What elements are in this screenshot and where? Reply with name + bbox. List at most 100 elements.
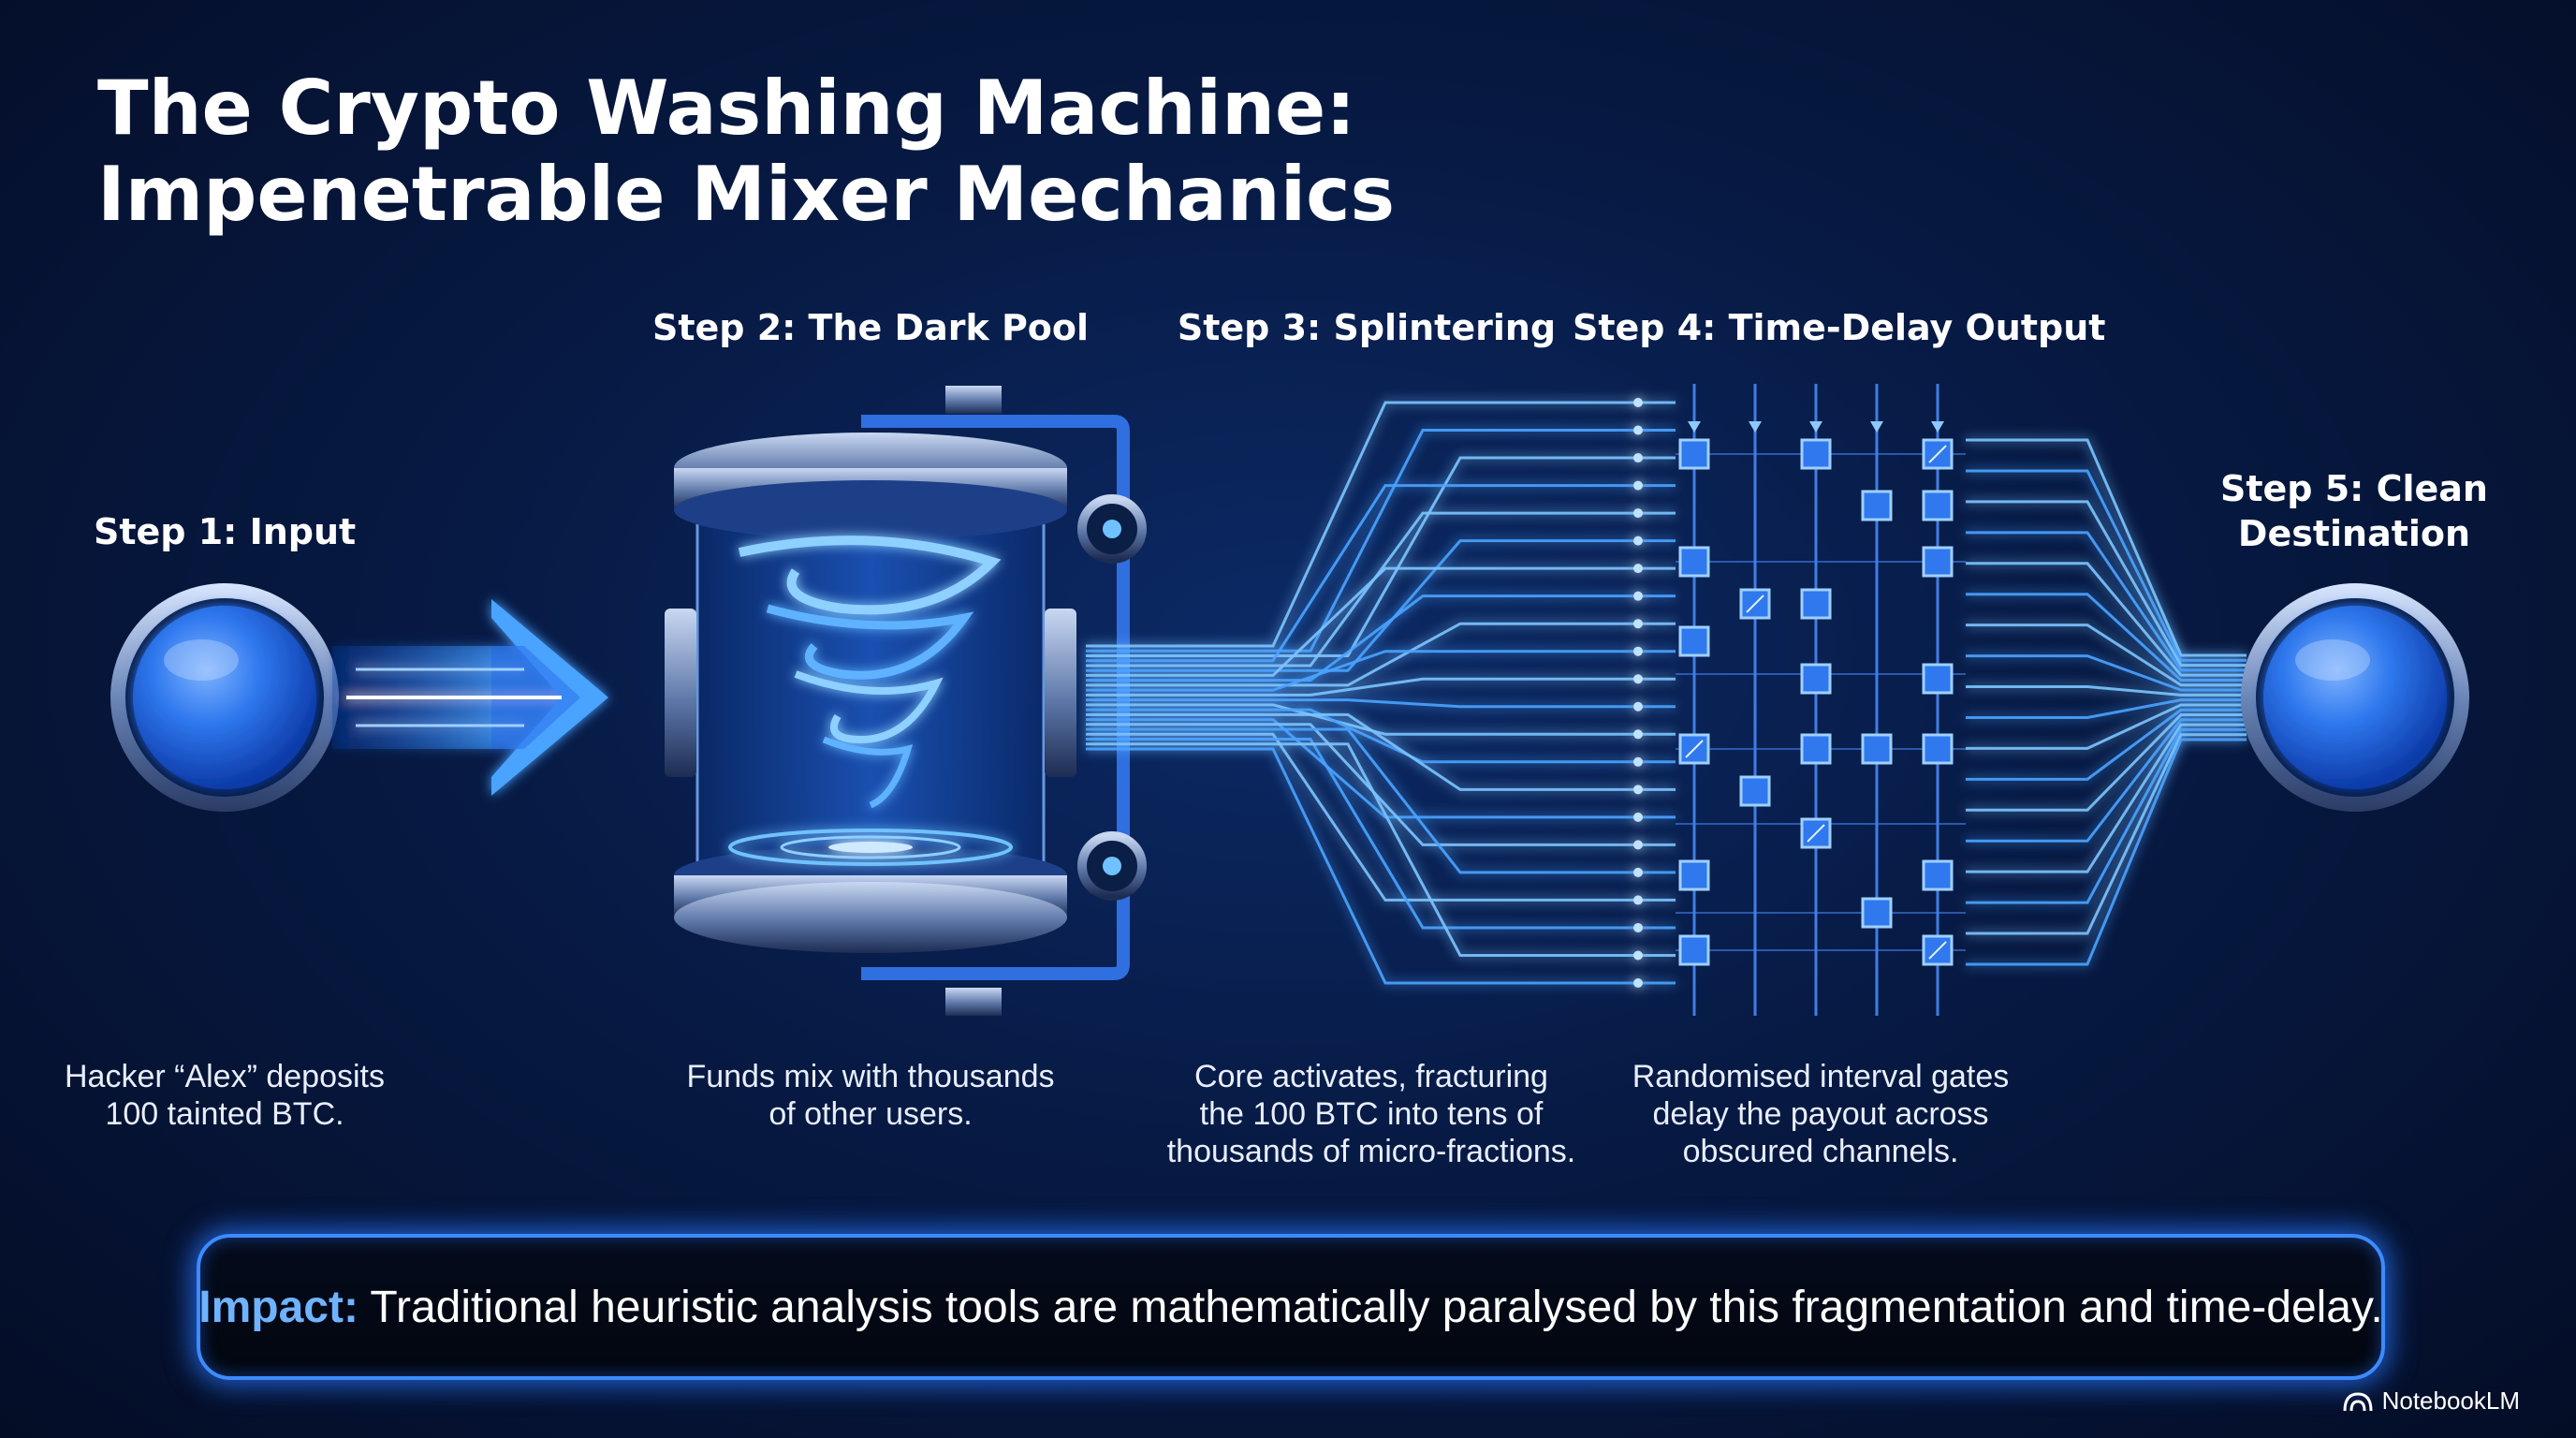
converge-line — [1966, 500, 2247, 668]
splinter-dot — [1633, 536, 1643, 546]
step-3-label-text: Step 3: Splintering — [1177, 307, 1557, 348]
converge-line — [1966, 703, 2247, 750]
splinter-line — [1086, 622, 1676, 687]
step-1-label-text: Step 1: Input — [94, 511, 357, 552]
splinter-line — [1086, 708, 1676, 764]
title-line-1: The Crypto Washing Machine: — [97, 65, 1356, 152]
impact-banner: Impact: Traditional heuristic analysis t… — [197, 1234, 2385, 1380]
splinter-line — [1086, 511, 1676, 668]
splinter-dot — [1633, 729, 1643, 740]
step-4-label-text: Step 4: Time-Delay Output — [1573, 307, 2106, 348]
gate-switch-icon — [1928, 445, 1947, 463]
splinter-line — [1086, 712, 1676, 791]
gate-node — [1800, 663, 1832, 695]
splinter-dot — [1633, 895, 1643, 905]
splinter-dot — [1633, 646, 1643, 656]
splinter-line — [1086, 650, 1676, 692]
converge-line — [1966, 593, 2247, 682]
gate-node — [1739, 588, 1771, 620]
step-4-desc-line-1: Randomised interval gates — [1632, 1059, 2010, 1094]
step-5-label: Step 5: Clean Destination — [2209, 466, 2499, 556]
splinter-dot — [1633, 480, 1643, 491]
splinter-dot — [1633, 398, 1643, 407]
step-4-desc-line-2: delay the payout across — [1652, 1096, 1989, 1132]
splinter-dot — [1633, 701, 1643, 712]
converge-line — [1966, 469, 2247, 662]
step-4-description: Randomised interval gates delay the payo… — [1610, 1058, 2031, 1170]
splinter-dot — [1633, 785, 1643, 795]
splinter-line — [1086, 539, 1676, 672]
gate-node — [1800, 733, 1832, 765]
splinter-dot — [1633, 619, 1643, 629]
gate-node — [1739, 775, 1771, 807]
step-3-label: Step 3: Splintering — [1170, 305, 1563, 350]
splinter-line — [1086, 401, 1676, 648]
gate-node — [1800, 588, 1832, 620]
impact-statement: Impact: Traditional heuristic analysis t… — [198, 1282, 2383, 1333]
gate-node — [1922, 733, 1954, 765]
step-2-label-text: Step 2: The Dark Pool — [651, 307, 1090, 348]
splinter-line — [1086, 566, 1676, 677]
splinter-dot — [1633, 756, 1643, 767]
gate-node — [1800, 438, 1832, 470]
gate-node — [1678, 934, 1710, 966]
destination-orb — [2241, 583, 2469, 812]
gate-arrow-icon — [1931, 421, 1944, 433]
step-4-desc-line-3: obscured channels. — [1682, 1134, 1959, 1169]
converge-line — [1966, 531, 2247, 672]
splinter-line — [1086, 742, 1676, 957]
splinter-line — [1086, 723, 1676, 846]
splinter-dot — [1633, 591, 1643, 601]
impact-text: Traditional heuristic analysis tools are… — [358, 1282, 2383, 1332]
gate-arrow-icon — [1809, 421, 1822, 433]
gate-node — [1922, 490, 1954, 521]
splinter-dot — [1633, 950, 1643, 961]
converge-line — [1966, 562, 2247, 677]
splinter-line — [1086, 484, 1676, 663]
converge-line — [1966, 723, 2247, 873]
gate-node — [1678, 438, 1710, 470]
converge-line — [1966, 438, 2247, 657]
converge-line — [1966, 624, 2247, 687]
splinter-dot — [1633, 508, 1643, 519]
converge-line — [1966, 733, 2247, 935]
gate-switch-icon — [1746, 594, 1764, 613]
splinter-line — [1086, 747, 1676, 985]
gate-node — [1678, 625, 1710, 657]
splinter-dot — [1633, 978, 1643, 988]
step-2-description: Funds mix with thousands of other users. — [674, 1058, 1067, 1133]
step-5-label-line-2: Destination — [2237, 513, 2471, 554]
step-2-label: Step 2: The Dark Pool — [646, 305, 1095, 350]
splinter-line — [1086, 727, 1676, 874]
brand-name: NotebookLM — [2381, 1387, 2520, 1415]
converge-line — [1966, 718, 2247, 843]
gate-node — [1861, 490, 1893, 521]
input-orb — [110, 583, 339, 812]
converge-line — [1966, 727, 2247, 904]
gate-switch-icon — [1928, 941, 1947, 960]
gate-switch-icon — [1807, 824, 1825, 843]
converge-line — [1966, 698, 2247, 719]
splinter-line — [1086, 738, 1676, 930]
gate-node — [1922, 663, 1954, 695]
page-title: The Crypto Washing Machine: Impenetrable… — [97, 66, 1395, 238]
converge-line — [1966, 654, 2247, 692]
gate-node — [1861, 733, 1893, 765]
gate-arrow-icon — [1688, 421, 1701, 433]
input-arrow — [332, 599, 608, 796]
converge-line — [1966, 685, 2247, 697]
gate-node — [1861, 897, 1893, 929]
splinter-line — [1086, 732, 1676, 902]
splinter-dot — [1633, 425, 1643, 435]
step-1-description: Hacker “Alex” deposits 100 tainted BTC. — [56, 1058, 393, 1133]
step-4-label: Step 4: Time-Delay Output — [1573, 305, 2105, 350]
vortex-icon — [728, 536, 1013, 866]
gate-node — [1922, 859, 1954, 891]
splinter-line — [1086, 456, 1676, 657]
step-1-desc-line-2: 100 tainted BTC. — [105, 1096, 344, 1132]
gate-node — [1678, 546, 1710, 578]
splinter-dot — [1633, 812, 1643, 822]
converge-line — [1966, 738, 2247, 966]
step-3-description: Core activates, fracturing the 100 BTC i… — [1161, 1058, 1582, 1170]
step-1-label: Step 1: Input — [94, 509, 356, 554]
